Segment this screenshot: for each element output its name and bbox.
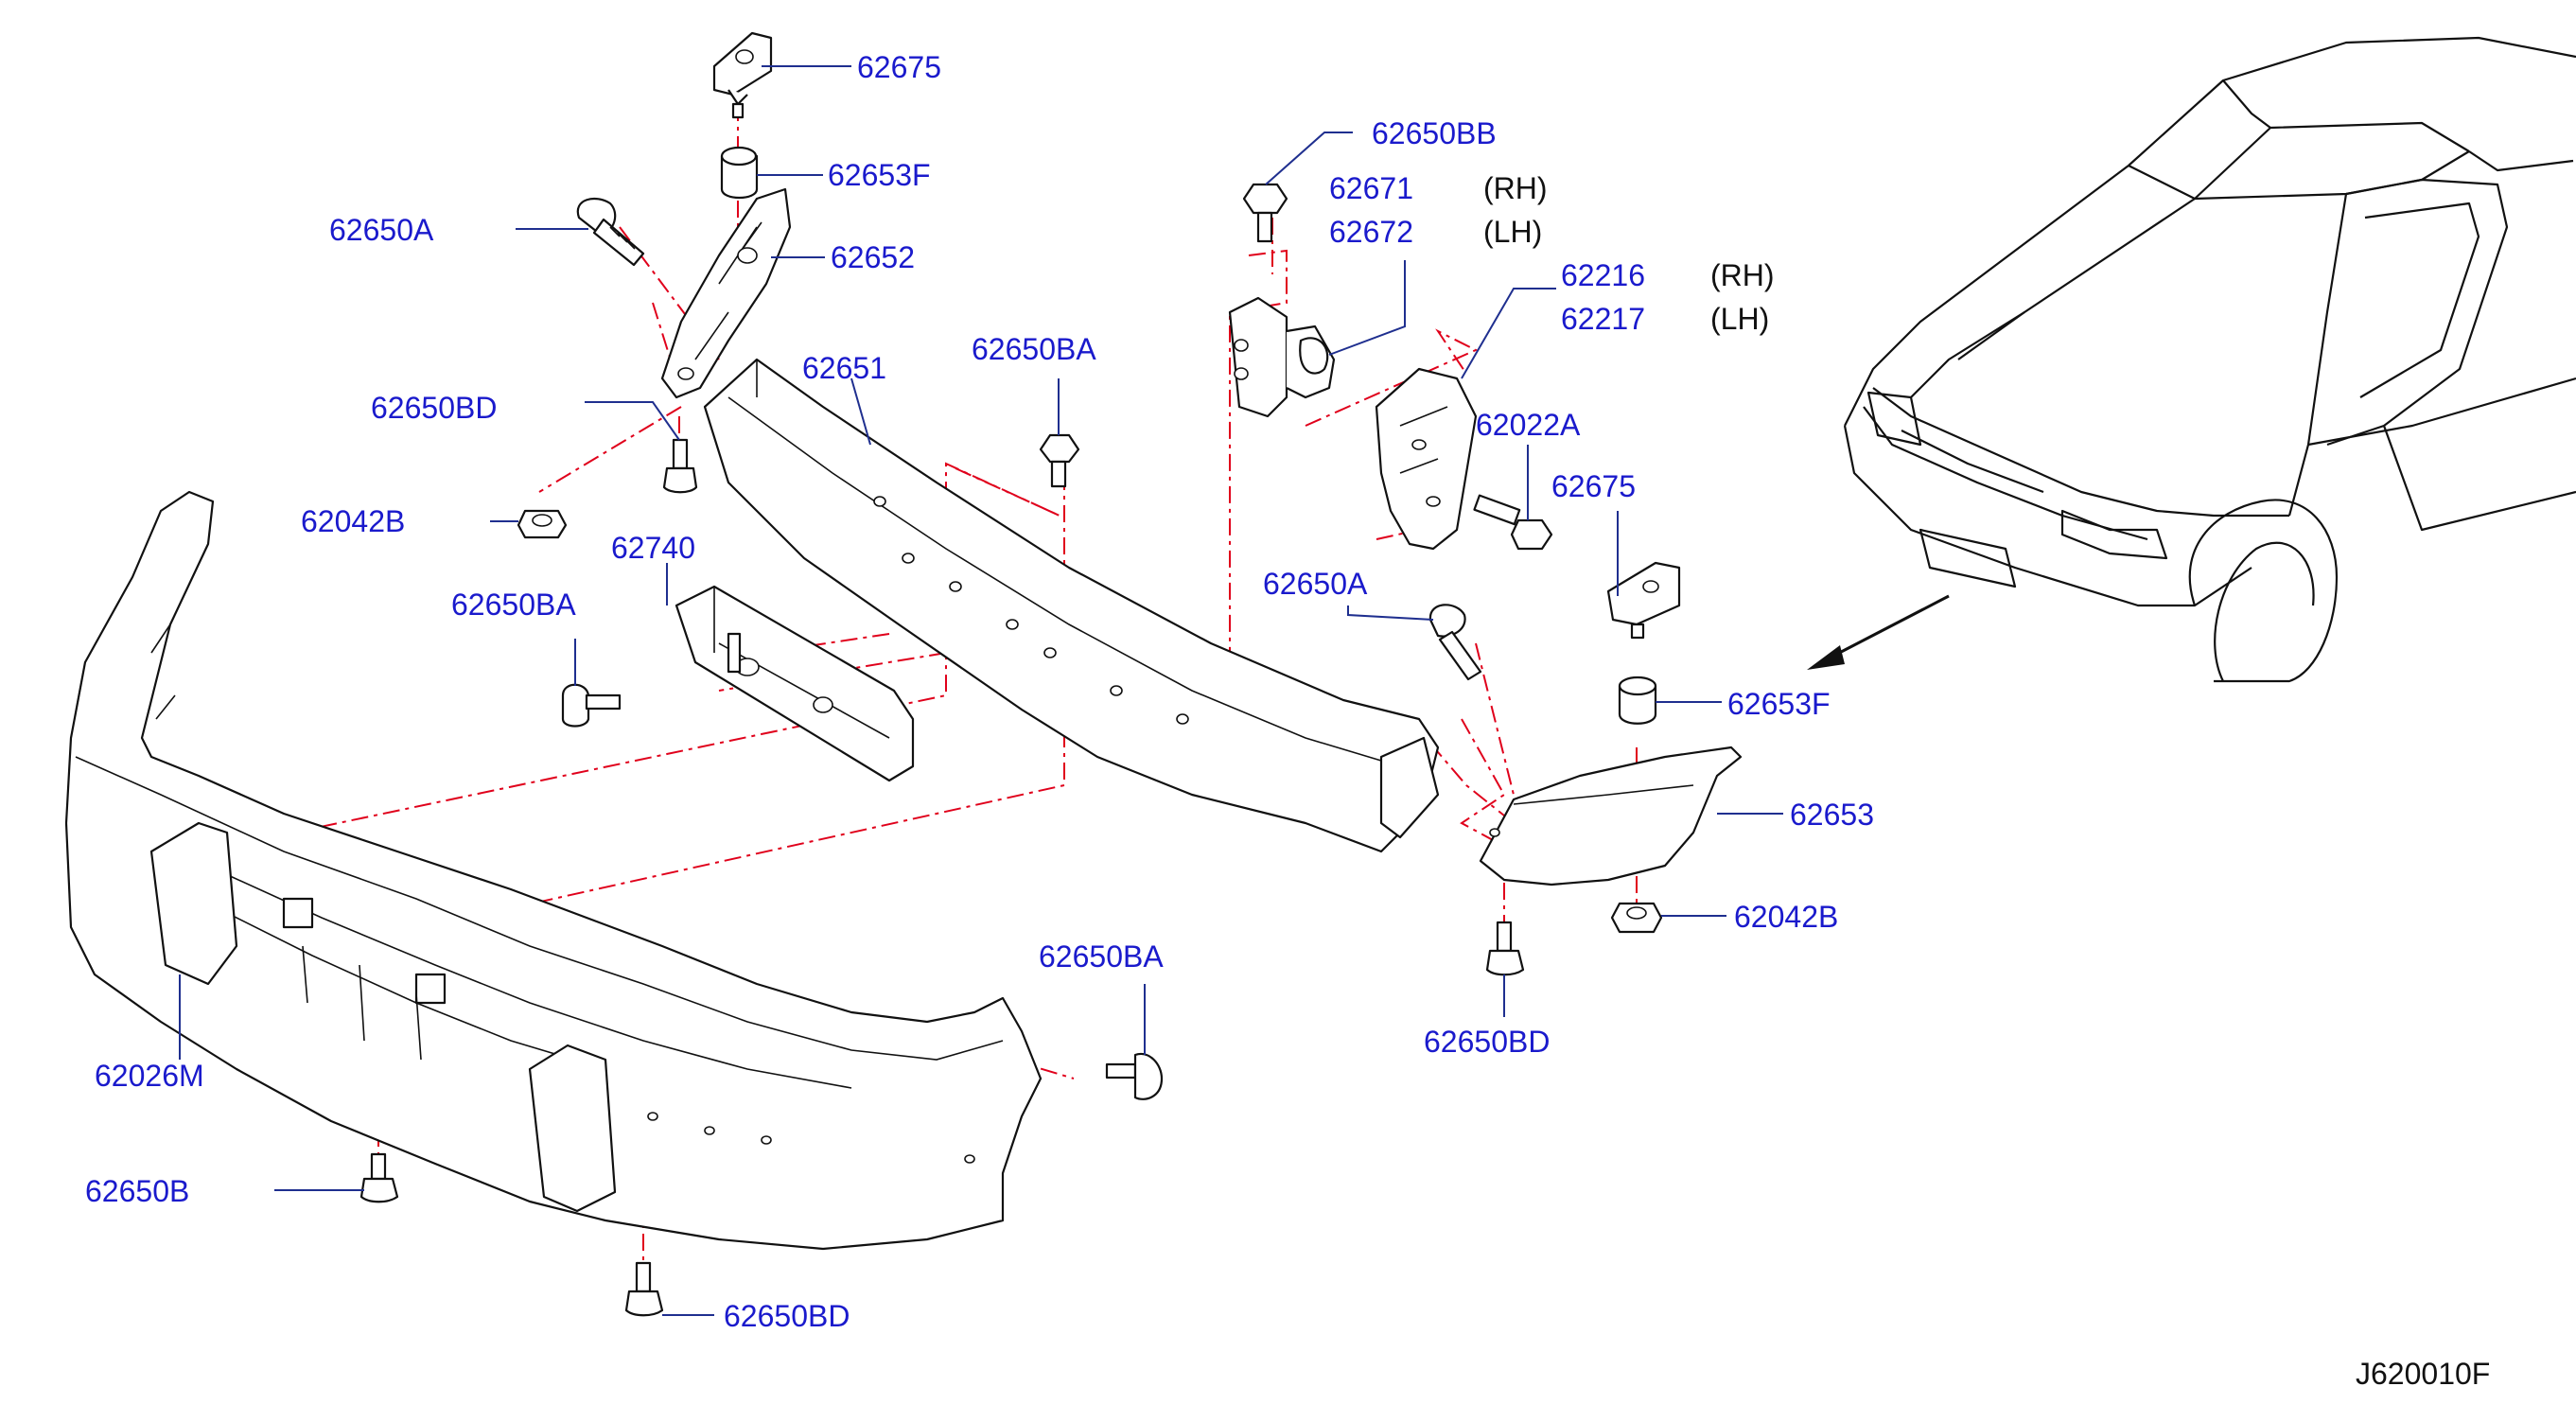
- leader-lines: [179, 65, 1783, 1316]
- label-62650BD-bottom: 62650BD: [724, 1299, 850, 1333]
- label-62652: 62652: [831, 240, 915, 274]
- label-rh-62671: (RH): [1483, 171, 1548, 205]
- bolt-62650BD-bottom: [624, 1261, 664, 1317]
- reinforcement-62651: [703, 358, 1440, 853]
- label-62653: 62653: [1790, 798, 1874, 832]
- bracket-62671-62672: [1228, 296, 1336, 418]
- label-62650A-right: 62650A: [1263, 567, 1368, 601]
- bracket-62740: [675, 585, 915, 782]
- label-62653F-top: 62653F: [828, 158, 931, 192]
- label-lh-62672: (LH): [1483, 215, 1542, 249]
- label-62042B-right: 62042B: [1734, 900, 1838, 934]
- label-62650BA-bottom: 62650BA: [1039, 939, 1164, 974]
- label-62675-right: 62675: [1551, 469, 1636, 503]
- label-rh-62216: (RH): [1710, 258, 1775, 292]
- spacer-62653F-right: [1618, 676, 1657, 725]
- bolt-62650BB: [1242, 183, 1288, 243]
- label-62650BA-mid: 62650BA: [972, 332, 1096, 366]
- label-62650BD-left: 62650BD: [371, 391, 497, 425]
- label-62650B: 62650B: [85, 1174, 189, 1208]
- bumper-fascia-62026M: [64, 490, 1043, 1251]
- direction-arrow: [1807, 594, 1950, 670]
- label-62026M: 62026M: [95, 1059, 204, 1093]
- bolt-62650BD-left: [662, 438, 698, 494]
- vehicle-illustration: [1843, 36, 2576, 683]
- label-62650BA-left: 62650BA: [451, 588, 576, 622]
- label-62653F-right: 62653F: [1727, 687, 1831, 721]
- bolt-62650A-right: [1428, 604, 1482, 681]
- label-62675-top: 62675: [857, 50, 941, 84]
- nut-62042B-left: [517, 509, 568, 539]
- label-62650BB: 62650BB: [1372, 116, 1497, 150]
- bolt-62022A: [1473, 494, 1553, 551]
- label-62217: 62217: [1561, 302, 1645, 336]
- label-62650A-left: 62650A: [329, 213, 434, 247]
- diagram-code: J620010F: [2356, 1357, 2490, 1391]
- label-62740: 62740: [611, 531, 695, 565]
- label-62671: 62671: [1329, 171, 1413, 205]
- bolt-62650A-left: [576, 197, 645, 267]
- extension-62653: [1479, 746, 1743, 886]
- label-62651: 62651: [802, 351, 886, 385]
- label-62672: 62672: [1329, 215, 1413, 249]
- bracket-62675-right: [1606, 561, 1681, 640]
- bolt-62650BD-right: [1485, 921, 1525, 976]
- bolt-62650BA-left: [561, 683, 622, 728]
- spacer-62653F-top: [720, 146, 759, 200]
- bracket-62216-62217: [1375, 367, 1478, 551]
- bolt-62650BA-bottom: [1105, 1052, 1164, 1100]
- part-labels: 62675 62653F 62650A 62652 62651 62650BA …: [85, 50, 2490, 1391]
- label-62650BD-right: 62650BD: [1424, 1025, 1550, 1059]
- bolt-62650B: [359, 1152, 399, 1203]
- label-62216: 62216: [1561, 258, 1645, 292]
- bracket-62652: [660, 187, 792, 399]
- bolt-62650BA-mid: [1039, 433, 1080, 488]
- label-62022A: 62022A: [1476, 408, 1581, 442]
- label-62042B-left: 62042B: [301, 504, 405, 538]
- label-lh-62217: (LH): [1710, 302, 1769, 336]
- nut-62042B-right: [1610, 902, 1663, 934]
- bracket-62675-top: [712, 31, 773, 119]
